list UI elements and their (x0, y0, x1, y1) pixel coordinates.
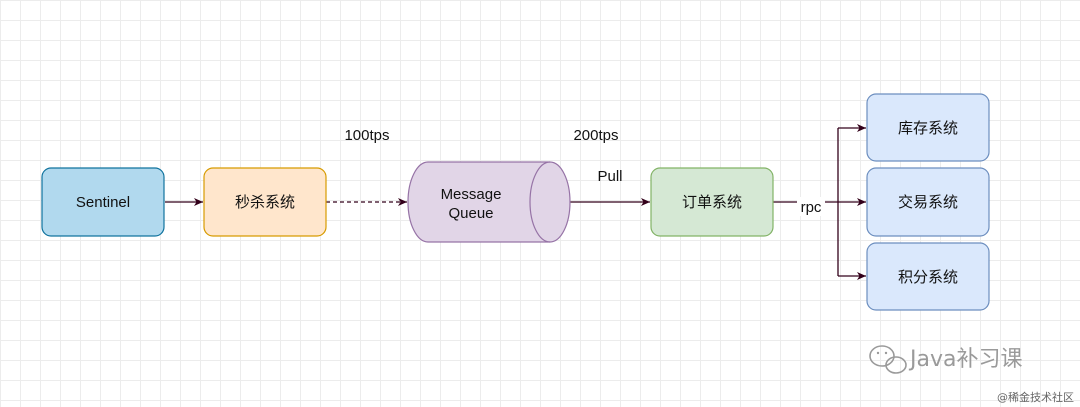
message-queue-node: Message Queue (407, 161, 571, 243)
sentinel-label: Sentinel (76, 194, 130, 211)
points-label: 积分系统 (898, 269, 958, 286)
mq-label-line2: Queue (448, 205, 493, 222)
order-node: 订单系统 (650, 167, 774, 237)
inventory-label: 库存系统 (898, 120, 958, 137)
wechat-icon (869, 345, 907, 374)
mq-to-order-rate-label: 200tps (573, 127, 618, 144)
seckill-label: 秒杀系统 (235, 194, 295, 211)
watermark-source: @稀金技术社区 (997, 390, 1074, 404)
trade-node: 交易系统 (866, 167, 990, 237)
sentinel-node: Sentinel (41, 167, 165, 237)
seckill-to-mq-rate-label: 100tps (344, 127, 389, 144)
mq-to-order-mode-label: Pull (597, 168, 622, 185)
trade-label: 交易系统 (898, 193, 958, 211)
order-to-services-label: rpc (801, 199, 822, 216)
rpc-label-background (797, 197, 825, 216)
order-label: 订单系统 (682, 194, 742, 211)
watermark-account: Java补习课 (908, 347, 1022, 372)
seckill-node: 秒杀系统 (203, 167, 327, 237)
points-node: 积分系统 (866, 242, 990, 311)
mq-label-line1: Message (441, 186, 502, 203)
inventory-node: 库存系统 (866, 93, 990, 162)
